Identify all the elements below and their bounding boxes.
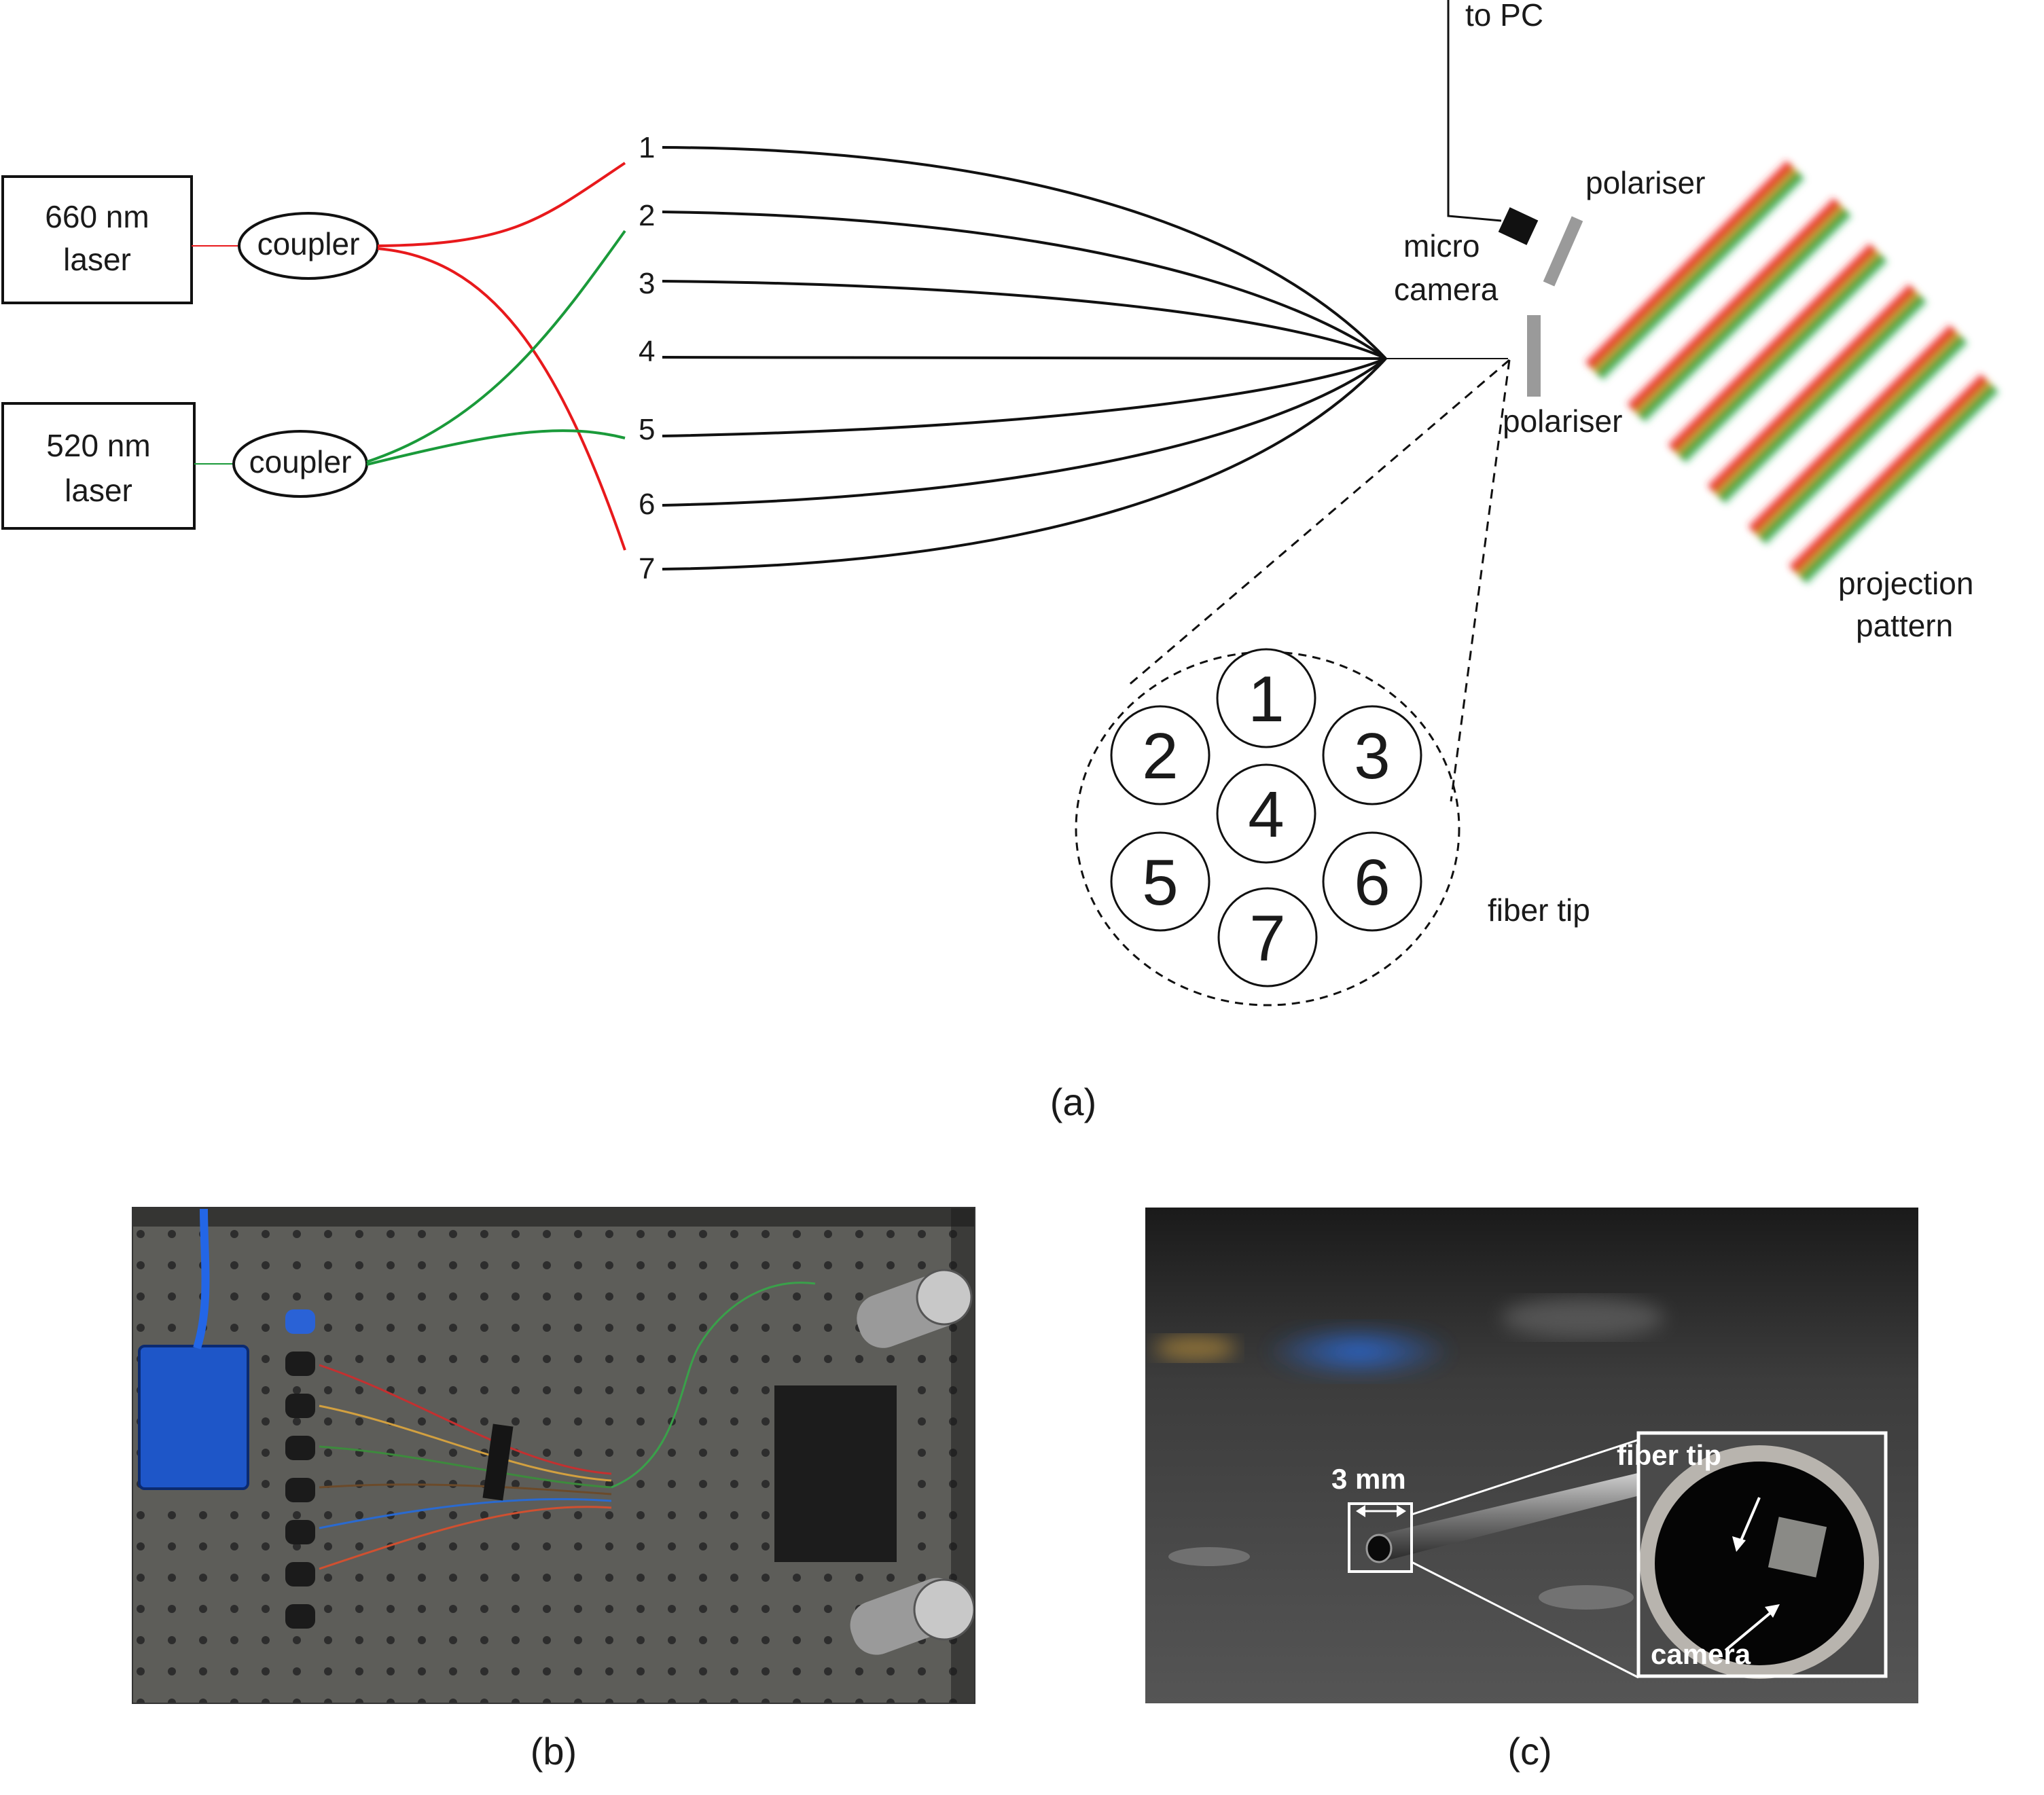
fiber-6 bbox=[662, 357, 1387, 507]
tip-highlight-box bbox=[1348, 1502, 1413, 1573]
zoom-line-c-top bbox=[1411, 1438, 1639, 1516]
fiber-tip-label: fiber tip bbox=[1488, 892, 1590, 928]
core-1 bbox=[1216, 648, 1316, 748]
micro-camera-label-line1: micro bbox=[1403, 228, 1480, 264]
core-number-6: 6 bbox=[1354, 846, 1390, 919]
fiber-3 bbox=[662, 280, 1386, 360]
inset-camera-chip bbox=[1768, 1517, 1827, 1578]
coupler-green: coupler bbox=[232, 430, 368, 498]
photo-fibers bbox=[319, 1282, 816, 1570]
zoom-line-c-bottom bbox=[1411, 1561, 1639, 1679]
polariser-label-top: polariser bbox=[1585, 165, 1705, 200]
fiber-7 bbox=[662, 357, 1387, 570]
micro-camera-label-line2: camera bbox=[1394, 272, 1499, 307]
fiber-tip-cross-section: 1 2 3 4 5 6 7 bbox=[1075, 648, 1460, 1007]
endoscope-tip bbox=[1365, 1534, 1393, 1563]
fiber-number-2: 2 bbox=[639, 199, 655, 232]
endoscope-tube bbox=[1372, 1468, 1671, 1561]
green-fiber-to-5 bbox=[366, 429, 626, 466]
coupler-red: coupler bbox=[238, 212, 379, 280]
laser-660-label-line2: laser bbox=[63, 242, 131, 277]
fiber-number-5: 5 bbox=[639, 413, 655, 446]
core-7 bbox=[1217, 887, 1318, 987]
core-number-4: 4 bbox=[1248, 778, 1284, 851]
fiber-4 bbox=[662, 356, 1386, 361]
core-number-3: 3 bbox=[1354, 720, 1390, 793]
caption-b: (b) bbox=[531, 1730, 577, 1773]
laser-520-box: 520 nm laser bbox=[1, 402, 196, 530]
laser-660-box: 660 nm laser bbox=[1, 175, 193, 304]
core-3 bbox=[1322, 705, 1422, 805]
fiber-1 bbox=[662, 146, 1387, 360]
projection-pattern bbox=[1583, 158, 2001, 586]
projection-pattern-label-line1: projection bbox=[1838, 566, 1973, 601]
fiber-number-7: 7 bbox=[639, 552, 655, 585]
inset-fiber-tip-label: fiber tip bbox=[1617, 1439, 1721, 1471]
coupler-red-label: coupler bbox=[257, 226, 360, 261]
core-4 bbox=[1216, 763, 1316, 864]
core-number-7: 7 bbox=[1249, 902, 1285, 975]
fiber-mounts bbox=[285, 1309, 315, 1629]
green-fiber-to-2 bbox=[366, 230, 626, 463]
panel-a-schematic: 660 nm laser 520 nm laser coupler couple… bbox=[1, 0, 2001, 1123]
inset-camera-label: camera bbox=[1651, 1638, 1751, 1670]
fiber-number-4: 4 bbox=[639, 335, 655, 368]
coupler-green-label: coupler bbox=[249, 444, 352, 479]
micro-camera-icon bbox=[1498, 207, 1539, 245]
projection-pattern-label-line2: pattern bbox=[1856, 608, 1953, 643]
panel-b-photo: (b) bbox=[132, 1207, 975, 1773]
laser-660-label-line1: 660 nm bbox=[45, 199, 149, 234]
fiber-tip-outline bbox=[1075, 651, 1460, 1007]
core-6 bbox=[1322, 831, 1422, 932]
projector-mount bbox=[774, 1385, 897, 1562]
fiber-number-6: 6 bbox=[639, 488, 655, 521]
polariser-label-bottom: polariser bbox=[1503, 403, 1622, 439]
panel-c-photo: 3 mm fiber tip camera (c) bbox=[1145, 1208, 1918, 1773]
core-5 bbox=[1110, 831, 1211, 932]
core-number-2: 2 bbox=[1142, 720, 1178, 793]
laser-520-label-line1: 520 nm bbox=[46, 428, 150, 463]
fiber-number-1: 1 bbox=[639, 131, 655, 164]
inset-frame bbox=[1636, 1431, 1888, 1678]
caption-c: (c) bbox=[1507, 1730, 1552, 1773]
core-number-1: 1 bbox=[1248, 663, 1284, 736]
fan-out-block bbox=[482, 1424, 514, 1501]
core-number-5: 5 bbox=[1142, 846, 1178, 919]
to-pc-label: to PC bbox=[1465, 0, 1543, 33]
laser-520-label-line2: laser bbox=[65, 473, 132, 508]
laser-driver-box bbox=[138, 1345, 249, 1490]
scale-label: 3 mm bbox=[1331, 1463, 1406, 1495]
inset-tip-view bbox=[1638, 1433, 1886, 1679]
fiber-number-3: 3 bbox=[639, 267, 655, 300]
fiber-5 bbox=[662, 357, 1386, 437]
to-pc-cable bbox=[1447, 0, 1502, 222]
zoom-line-right bbox=[1450, 359, 1511, 802]
red-fiber-to-1 bbox=[377, 162, 626, 247]
core-2 bbox=[1110, 705, 1211, 805]
polariser-camera bbox=[1543, 216, 1583, 287]
fiber-2 bbox=[662, 211, 1387, 360]
usb-cable bbox=[193, 1208, 210, 1349]
fiber-bundle bbox=[662, 146, 1387, 570]
red-fiber-to-7 bbox=[377, 247, 626, 551]
zoom-line-left bbox=[1127, 359, 1510, 687]
caption-a: (a) bbox=[1050, 1081, 1096, 1123]
